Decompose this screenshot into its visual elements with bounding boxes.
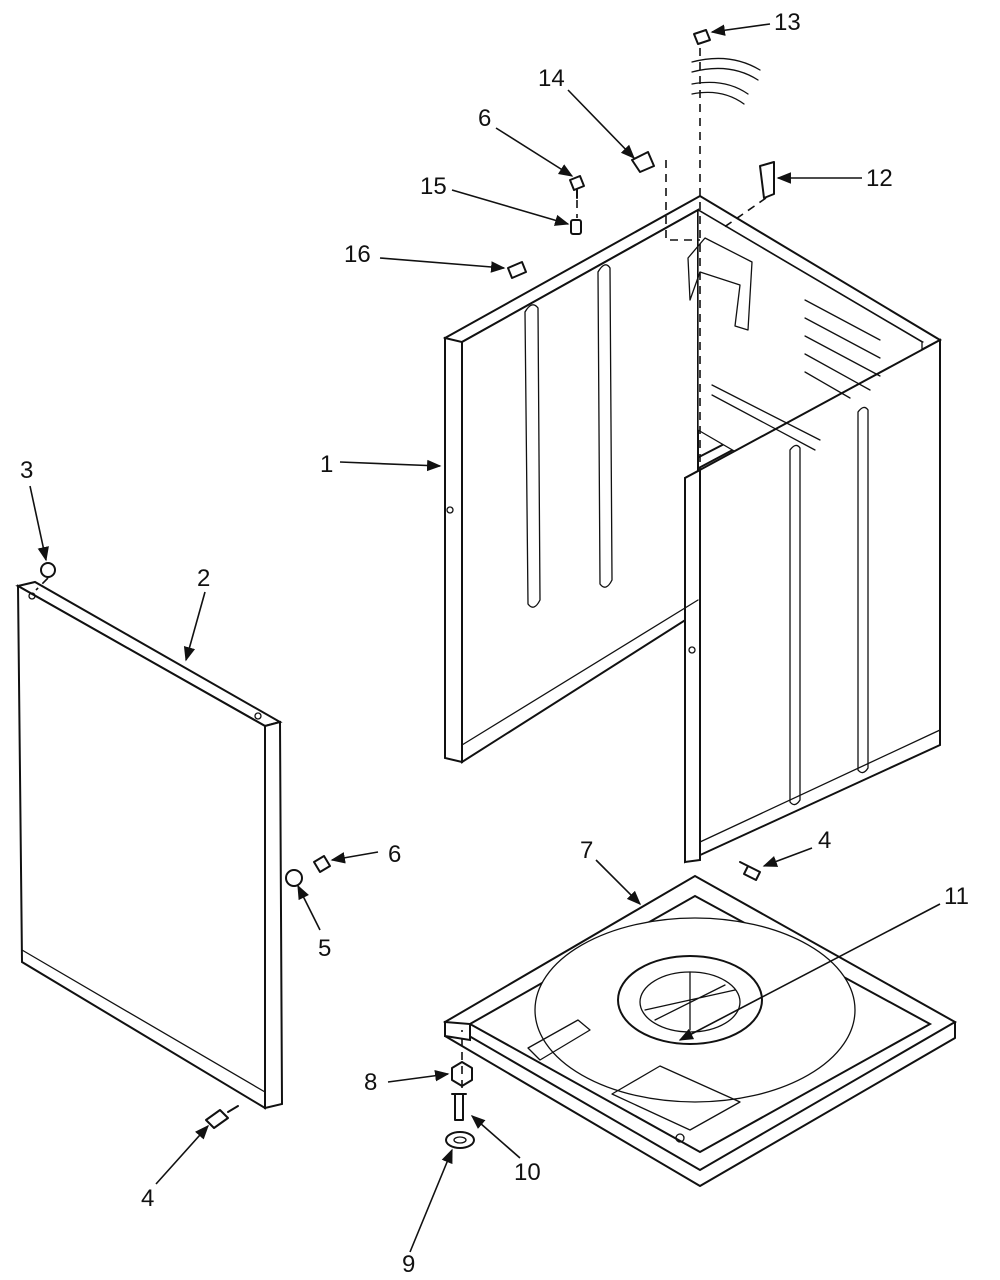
part-3-clip (40, 562, 56, 578)
duct-bracket (687, 237, 753, 331)
leader-4a (155, 1124, 209, 1185)
base-assembly (443, 874, 958, 1187)
vent-louvers (804, 299, 881, 399)
part-13-hose (691, 57, 761, 105)
part-4-screw-cabinet (739, 861, 761, 881)
callout-11: 11 (944, 883, 969, 910)
callout-13: 13 (774, 9, 801, 36)
assembly-line-3 (35, 577, 49, 591)
screw-hole (446, 506, 454, 514)
part-15-spacer (570, 219, 582, 235)
left-rib-1 (524, 304, 541, 608)
part-16-clip (507, 261, 527, 279)
callout-10: 10 (514, 1159, 541, 1186)
part-12-bracket (759, 161, 775, 199)
callout-7: 7 (580, 837, 593, 864)
hardware (40, 29, 775, 1149)
leader-10 (470, 1115, 521, 1159)
part-6-screw-panel (313, 855, 331, 873)
base-foot (675, 1133, 685, 1143)
cabinet-front-edge (684, 468, 701, 864)
left-rib-2 (597, 264, 613, 588)
callout-labels: 1 2 3 4 4 5 6 6 7 8 9 10 11 12 13 14 15 … (20, 9, 969, 1278)
callout-14: 14 (538, 65, 565, 92)
left-bottom-rail (461, 599, 699, 746)
leader-16 (379, 257, 506, 273)
cabinet-left-edge (444, 336, 463, 764)
part-14-bracket (631, 151, 655, 173)
leader-5 (297, 884, 321, 931)
callout-4b: 4 (818, 827, 831, 854)
leader-7 (595, 859, 642, 906)
screw-hole (254, 712, 262, 720)
base-corner (444, 1020, 471, 1042)
right-rib-2 (857, 406, 869, 774)
part-4-screw-front (205, 1105, 239, 1129)
leader-8 (387, 1070, 450, 1083)
leader-3 (29, 485, 49, 562)
front-panel-kick-line (21, 949, 266, 1093)
leader-6b (495, 127, 574, 177)
front-panel-face (16, 584, 266, 1110)
leader-2 (183, 591, 206, 662)
screw-hole (688, 646, 696, 654)
callout-9: 9 (402, 1251, 415, 1278)
part-13-screw (693, 29, 711, 45)
leader-4b (762, 847, 813, 867)
base-bracket-left (527, 1019, 591, 1061)
part-5-bushing (285, 869, 303, 887)
part-9-washer-hole (453, 1136, 467, 1144)
callout-15: 15 (420, 173, 447, 200)
base-front-lip (444, 1021, 956, 1187)
callout-5: 5 (318, 935, 331, 962)
part-10-bolt (451, 1093, 467, 1121)
part-6-screw-top (569, 175, 585, 199)
base-bracket-front (611, 1065, 741, 1131)
leader-11 (678, 903, 941, 1041)
leader-1 (339, 459, 442, 472)
callout-3: 3 (20, 457, 33, 484)
callout-2: 2 (197, 565, 210, 592)
callout-12: 12 (866, 165, 893, 192)
callout-8: 8 (364, 1069, 377, 1096)
front-panel (15, 580, 284, 1110)
leader-15 (451, 189, 570, 226)
callout-6b: 6 (478, 105, 491, 132)
cabinet (442, 194, 943, 864)
assembly-lines (35, 48, 767, 1088)
assembly-line-14 (665, 160, 700, 241)
callout-16: 16 (344, 241, 371, 268)
base-hub-spokes (644, 971, 736, 1031)
callout-1: 1 (320, 451, 333, 478)
screw-hole (28, 592, 36, 600)
callout-4a: 4 (141, 1185, 154, 1212)
leader-14 (567, 89, 636, 160)
leader-6a (330, 851, 379, 864)
cabinet-left-side (461, 208, 699, 764)
right-bottom-rail (699, 729, 941, 843)
assembly-line-12 (719, 197, 767, 231)
leader-13 (710, 23, 771, 36)
right-rib-1 (789, 444, 801, 806)
leader-9 (409, 1148, 453, 1253)
front-panel-side-edge (264, 720, 284, 1110)
part-9-washer (445, 1131, 475, 1149)
leader-arrows (29, 23, 941, 1253)
callout-6a: 6 (388, 841, 401, 868)
interior-crossbar (711, 384, 821, 451)
